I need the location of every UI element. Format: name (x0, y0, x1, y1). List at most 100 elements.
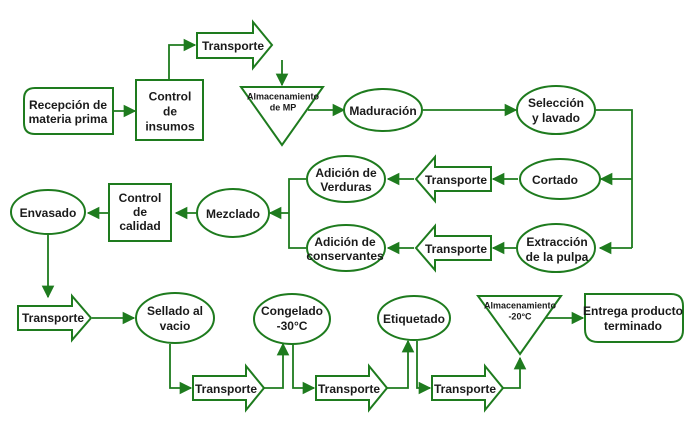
edge-sellado-transporte-5 (169, 344, 193, 395)
edge-transporte-7-almacen (503, 356, 527, 389)
label-line: Verduras (320, 180, 372, 194)
shapes (10, 19, 684, 413)
maduracion-ellipse (343, 88, 423, 132)
label-line: -20°C (508, 311, 532, 321)
entrega-box (584, 293, 684, 343)
label-line: Sellado al (147, 304, 203, 318)
edge-conservantes-merge (288, 213, 306, 249)
label-line: calidad (119, 219, 160, 233)
adicion-conservantes-ellipse (306, 224, 386, 272)
label-line: Adición de (315, 166, 377, 180)
label-line: Transporte (195, 382, 257, 396)
envasado-ellipse (10, 189, 86, 235)
edge-control-transporte-1 (168, 38, 197, 80)
almacen-20-triangle (476, 295, 563, 356)
edge-etiquetado-transporte-7 (416, 341, 432, 395)
mezclado-ellipse (196, 188, 270, 238)
label-line: -30°C (277, 319, 308, 333)
recepcion-box (23, 87, 114, 135)
label-line: de (133, 205, 147, 219)
edge-seleccion-branch (596, 109, 633, 248)
label-line: Transporte (22, 311, 84, 325)
label-line: de MP (270, 102, 297, 112)
label-transporte-1: Transporte (202, 39, 264, 53)
congelado-ellipse (253, 293, 331, 345)
label-congelado: Congelado-30°C (261, 304, 323, 333)
label-line: Extracción (526, 235, 587, 249)
label-line: conservantes (306, 249, 384, 263)
label-envasado: Envasado (20, 206, 77, 220)
label-line: materia prima (29, 112, 108, 126)
label-maduracion: Maduración (349, 104, 416, 118)
label-line: Almacenamiento (484, 300, 557, 310)
transporte-1-arrow (196, 19, 274, 71)
label-line: Entrega producto (583, 304, 683, 318)
transporte-2-arrow (414, 154, 492, 204)
seleccion-ellipse (516, 85, 596, 135)
label-transporte-5: Transporte (195, 382, 257, 396)
label-line: de la pulpa (526, 250, 589, 264)
label-transporte-7: Transporte (434, 382, 496, 396)
cortado-ellipse (519, 158, 601, 200)
label-line: Recepción de (29, 98, 107, 112)
label-line: Transporte (434, 382, 496, 396)
label-transporte-6: Transporte (318, 382, 380, 396)
edge-transporte-6-etiquetado (387, 339, 415, 389)
label-line: Selección (528, 96, 584, 110)
label-line: y lavado (532, 111, 580, 125)
label-etiquetado: Etiquetado (383, 312, 445, 326)
label-line: insumos (145, 119, 195, 133)
transporte-3-arrow (414, 223, 492, 273)
label-line: Mezclado (206, 207, 260, 221)
label-transporte-3: Transporte (425, 242, 487, 256)
label-line: Congelado (261, 304, 323, 318)
label-line: de (163, 104, 177, 118)
label-line: Transporte (318, 382, 380, 396)
etiquetado-ellipse (377, 295, 451, 341)
label-line: Cortado (532, 173, 578, 187)
label-line: terminado (604, 319, 662, 333)
label-transporte-4: Transporte (22, 311, 84, 325)
label-line: Control (119, 191, 162, 205)
control-insumos-box (135, 79, 204, 141)
label-line: Control (149, 89, 192, 103)
label-line: Transporte (425, 173, 487, 187)
edge-verduras-merge (288, 178, 306, 213)
transporte-4-arrow (17, 293, 93, 343)
edge-transporte-5-congelado (264, 342, 290, 389)
label-cortado: Cortado (532, 173, 578, 187)
adicion-verduras-ellipse (306, 155, 386, 203)
transporte-7-arrow (431, 363, 505, 413)
control-calidad-box (108, 183, 172, 242)
label-transporte-2: Transporte (425, 173, 487, 187)
label-line: vacio (160, 319, 191, 333)
label-line: Maduración (349, 104, 416, 118)
label-line: Adición de (314, 235, 376, 249)
connectors (41, 38, 633, 395)
label-line: Transporte (202, 39, 264, 53)
edge-congelado-transporte-6 (292, 344, 316, 395)
sellado-ellipse (135, 292, 215, 344)
label-line: Almacenamiento (247, 91, 320, 101)
extraccion-ellipse (516, 223, 596, 273)
label-line: Etiquetado (383, 312, 445, 326)
label-almacen-20: Almacenamiento-20°C (484, 300, 557, 321)
label-line: Transporte (425, 242, 487, 256)
label-line: Envasado (20, 206, 77, 220)
almacen-mp-triangle (239, 86, 325, 147)
label-mezclado: Mezclado (206, 207, 260, 221)
transporte-5-arrow (192, 363, 266, 413)
transporte-6-arrow (315, 363, 389, 413)
